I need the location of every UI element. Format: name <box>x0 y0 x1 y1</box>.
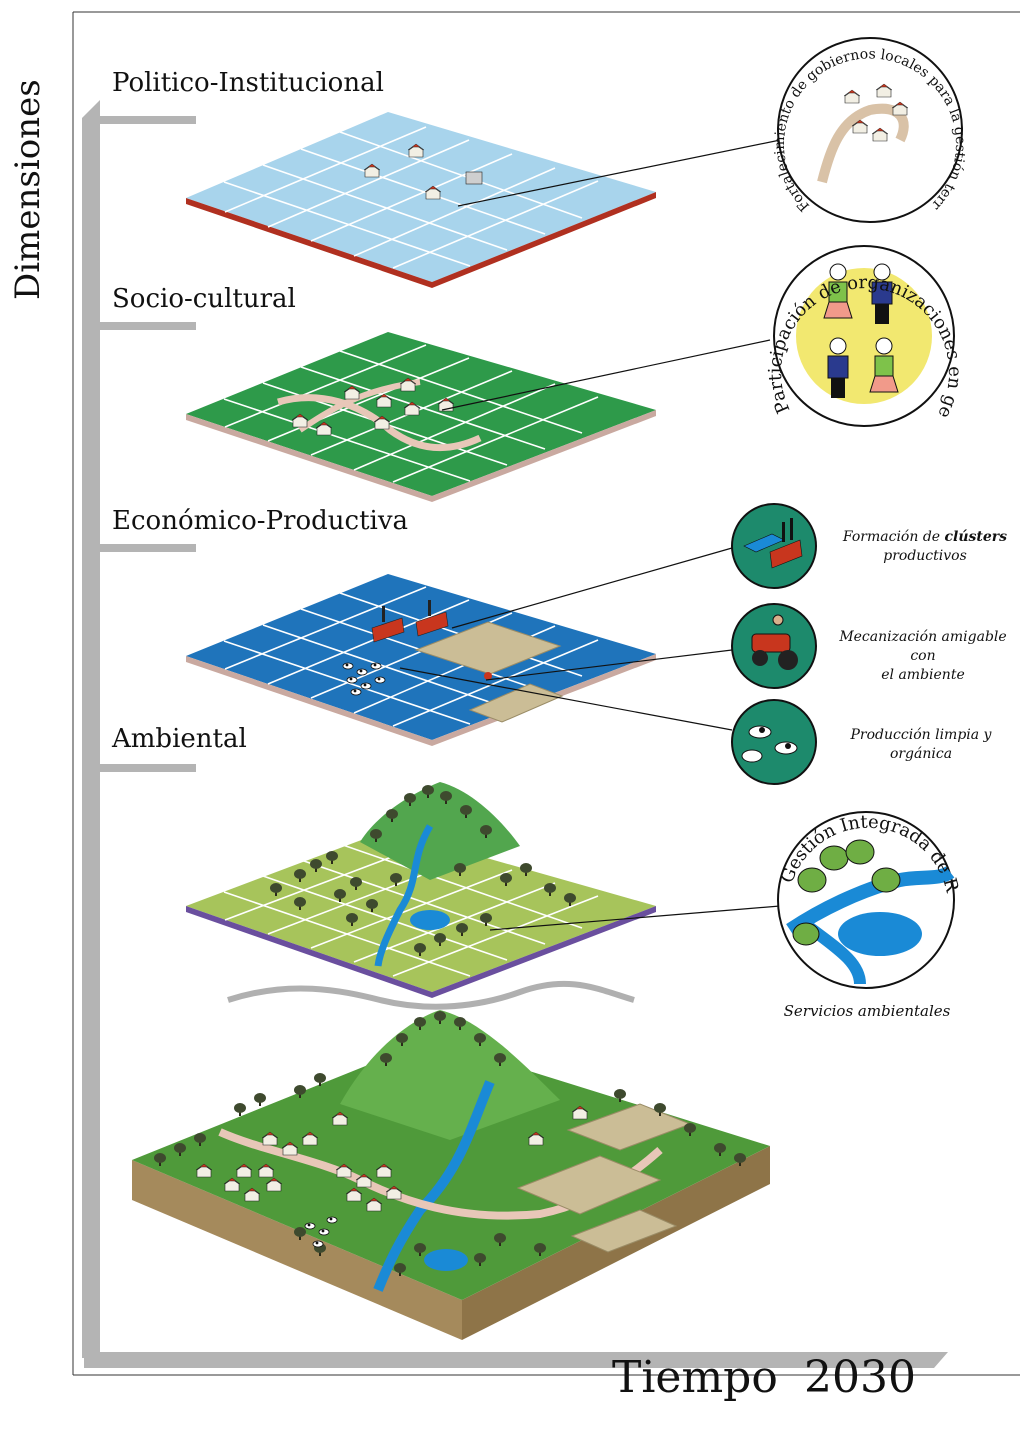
ambiental-edge-right <box>432 906 656 998</box>
ambiental-hill <box>360 782 520 880</box>
socio-edge-right <box>432 410 656 502</box>
mecanizacion-caption-line2: el ambiente <box>881 667 965 683</box>
politico-plane <box>186 112 656 288</box>
clusters-caption-bold: clústers <box>944 529 1008 545</box>
ambiental-lake <box>410 910 450 930</box>
tick-economico <box>86 544 196 552</box>
politico-buildings <box>363 143 483 200</box>
produccion-circle <box>731 699 817 785</box>
tick-ambiental <box>86 764 196 772</box>
mecanizacion-circle <box>731 603 817 689</box>
mecanizacion-caption-line1: Mecanización amigable con <box>839 629 1007 664</box>
produccion-caption-line2: orgánica <box>889 746 953 762</box>
socio-tile <box>186 332 656 496</box>
layer-label-socio: Socio-cultural <box>112 284 296 314</box>
layer-label-ambiental: Ambiental <box>112 724 247 754</box>
fortalecimiento-circle <box>777 37 963 223</box>
landscape-hill <box>340 1010 560 1140</box>
time-axis-label: Tiempo <box>612 1352 778 1403</box>
crop-field-1 <box>414 621 562 675</box>
clusters-caption-pre: Formación de <box>842 529 945 545</box>
integrated-landscape <box>132 1010 770 1340</box>
ambiental-plane <box>186 782 656 998</box>
socio-road <box>277 394 482 452</box>
landscape-lake <box>424 1249 468 1271</box>
clusters-caption-post: productivos <box>883 548 967 564</box>
time-axis-bar <box>84 1352 948 1368</box>
landscape-field-3 <box>570 1209 678 1253</box>
clusters-caption: Formación de clústers productivos <box>830 528 1020 566</box>
economico-edge-left <box>186 656 432 746</box>
layer-label-economico: Económico-Productiva <box>112 506 409 536</box>
politico-grid <box>223 126 599 269</box>
socio-edge-left <box>186 414 432 502</box>
factories <box>371 600 449 643</box>
ambiental-edge-left <box>186 906 432 998</box>
clusters-circle <box>731 503 817 589</box>
ambiental-river <box>374 824 434 967</box>
participacion-circle <box>773 245 955 427</box>
wave-separator <box>227 980 635 1010</box>
tick-politico <box>86 116 196 124</box>
politico-tile <box>186 112 656 282</box>
landscape-field-1 <box>516 1155 662 1215</box>
vertical-axis-bar-face <box>86 118 98 1358</box>
produccion-caption: Producción limpia y orgánica <box>826 726 1016 764</box>
servicios-caption: Servicios ambientales <box>783 1002 951 1020</box>
politico-edge-right <box>432 192 656 288</box>
people-icons <box>823 263 899 398</box>
soil-left <box>132 1160 462 1340</box>
layer-label-politico: Politico-Institucional <box>112 68 384 98</box>
produccion-caption-line1: Producción limpia y <box>850 727 992 743</box>
gestion-rrn-circle <box>777 811 955 989</box>
mecanizacion-caption: Mecanización amigable con el ambiente <box>826 628 1020 685</box>
tractor-icon <box>484 672 492 680</box>
socio-plane <box>186 332 656 502</box>
economico-plane <box>186 574 656 746</box>
leader-lines <box>399 137 791 931</box>
tick-socio <box>86 322 196 330</box>
politico-edge-left <box>186 198 432 288</box>
time-axis-year: 2030 <box>804 1352 916 1403</box>
